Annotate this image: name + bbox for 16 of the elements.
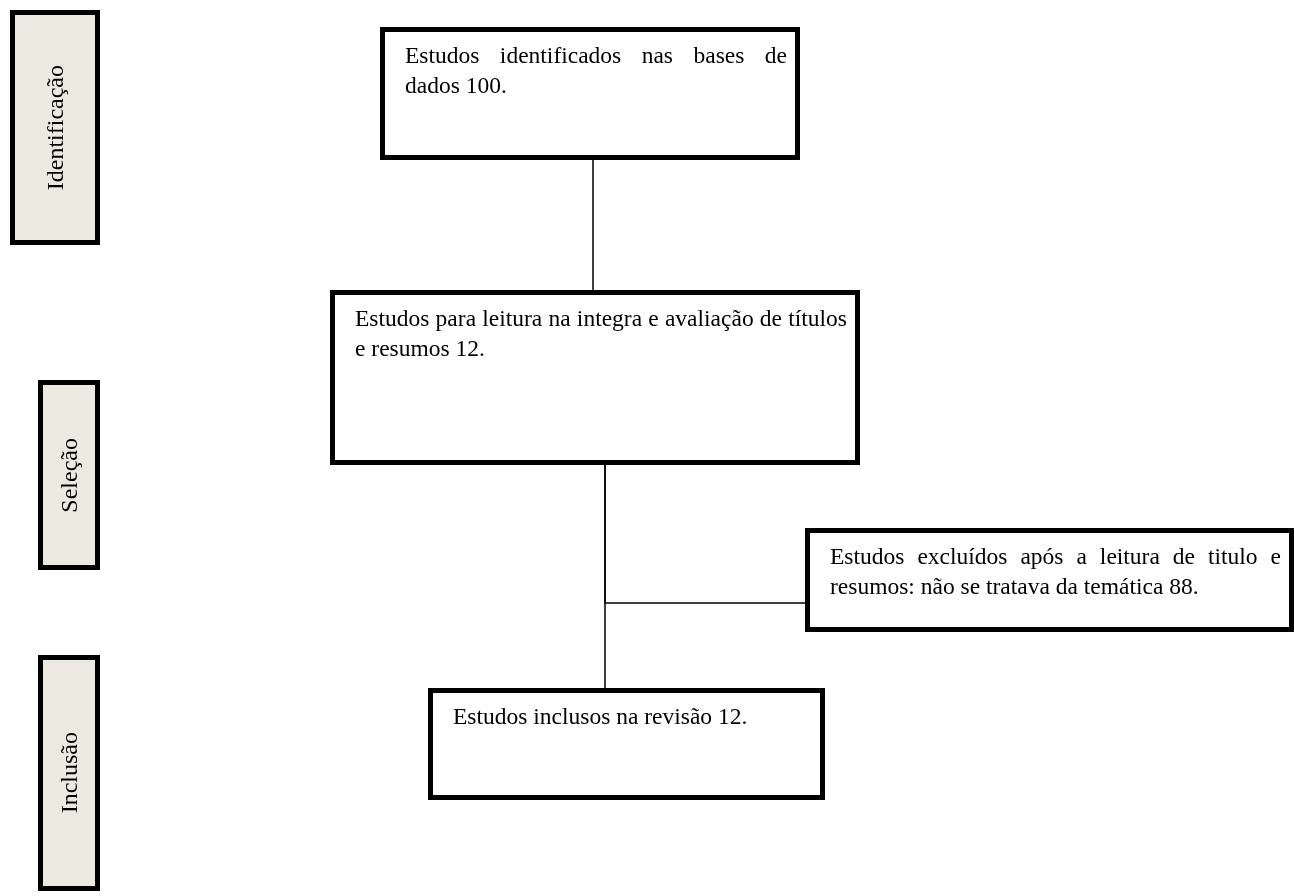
connector-line — [592, 159, 594, 291]
stage-label: Inclusão — [57, 732, 81, 814]
stage-label: Seleção — [57, 437, 81, 513]
process-box — [428, 688, 825, 800]
connector-line — [604, 464, 606, 689]
box-text: Estudos excluídos após a leitura de titulo e resumos: não se tratava da temática 88. — [830, 542, 1281, 601]
process-box — [330, 290, 860, 465]
process-box — [380, 27, 800, 160]
box-text: Estudos inclusos na revisão 12. — [453, 702, 749, 731]
stage-label-bar — [38, 380, 100, 570]
box-text: Estudos para leitura na integra e avaliação de títulos e resumos 12. — [355, 304, 847, 363]
box-text: Estudos identificados nas bases de dados 100. — [405, 41, 787, 100]
stage-label: Identificação — [43, 64, 67, 191]
stage-label-bar — [10, 10, 100, 245]
process-box — [805, 528, 1294, 632]
stage-label-bar — [38, 655, 100, 891]
